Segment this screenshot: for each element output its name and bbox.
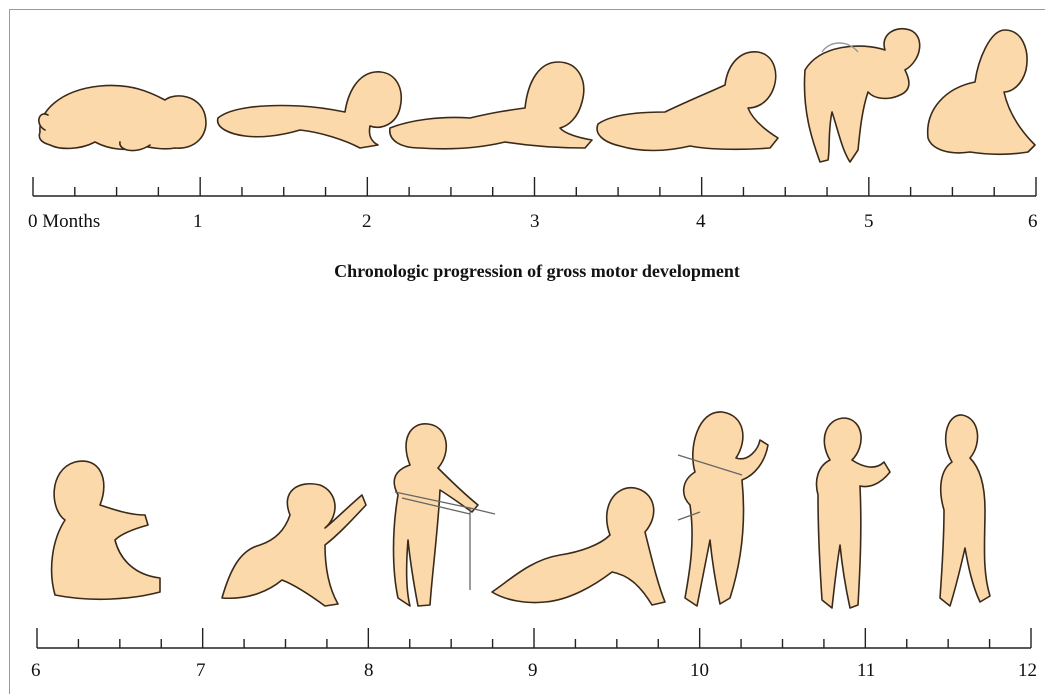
timeline-bottom: 6 7 8 9 10 11 12 (31, 628, 1037, 681)
baby-prone-arms-extended (597, 52, 778, 151)
baby-pulling-to-stand (394, 424, 479, 606)
baby-sitting-supported (928, 30, 1035, 154)
tick-label-bottom-5: 11 (857, 660, 875, 681)
tick-label-bottom-2: 8 (364, 660, 374, 681)
tick-label-top-4: 4 (696, 211, 706, 232)
figure-caption: Chronologic progression of gross motor d… (334, 261, 740, 281)
tick-label-bottom-6: 12 (1018, 660, 1037, 681)
baby-prone-head-lift-1 (218, 72, 402, 148)
tick-label-bottom-3: 9 (528, 660, 538, 681)
timeline-top-ticks (33, 177, 1036, 196)
baby-crawling-reaching (222, 484, 366, 606)
tick-label-top-6: 6 (1028, 211, 1038, 232)
baby-standing-alone (817, 418, 891, 608)
tick-label-top-5: 5 (864, 211, 874, 232)
baby-fetal-position (39, 85, 206, 150)
baby-crawling (492, 488, 665, 605)
baby-cruising-walking (678, 412, 768, 606)
baby-rolling-over (804, 29, 919, 162)
timeline-bottom-ticks (37, 628, 1031, 648)
tick-label-top-0: 0 Months (28, 211, 100, 232)
tick-label-bottom-4: 10 (690, 660, 709, 681)
tick-label-top-1: 1 (193, 211, 203, 232)
tick-label-bottom-0: 6 (31, 660, 41, 681)
timeline-top: 0 Months 1 2 3 4 5 6 (28, 177, 1038, 232)
tick-label-top-2: 2 (362, 211, 372, 232)
tick-label-bottom-1: 7 (196, 660, 206, 681)
baby-sitting-independent (52, 461, 160, 599)
baby-walking-alone (940, 415, 990, 606)
tick-label-top-3: 3 (530, 211, 540, 232)
baby-prone-forearms (390, 62, 592, 149)
